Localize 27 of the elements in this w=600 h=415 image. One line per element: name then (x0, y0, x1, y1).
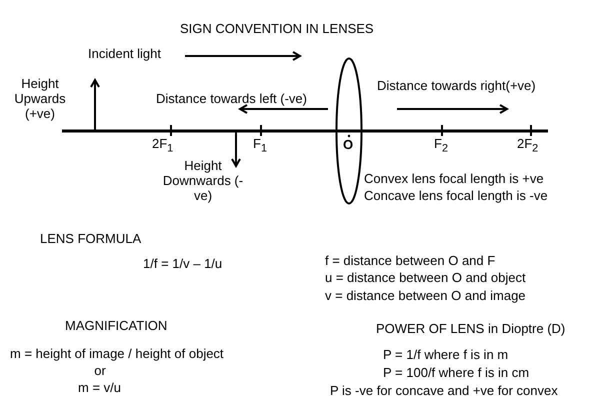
diagram-title: SIGN CONVENTION IN LENSES (180, 21, 374, 36)
point-label: O (343, 137, 354, 152)
definition: v = distance between O and image (325, 288, 526, 303)
section-heading: MAGNIFICATION (65, 318, 168, 333)
definition: u = distance between O and object (325, 270, 526, 285)
point-label: F$_{2}$ (434, 136, 448, 157)
formula: 1/f = 1/v – 1/u (143, 256, 222, 271)
caption: Distance towards left (-ve) (156, 91, 307, 106)
caption: Incident light (88, 46, 161, 61)
lens (335, 57, 363, 205)
connecting-word: or (93, 363, 107, 378)
caption: Height Downwards (-ve) (162, 158, 244, 203)
note: Convex lens focal length is +ve (364, 171, 544, 186)
formula: m = height of image / height of object (10, 346, 224, 361)
point-label: 2F$_{1}$ (152, 136, 174, 157)
formula: m = v/u (78, 380, 121, 395)
formula: P = 100/f where f is in cm (383, 365, 530, 380)
definition: f = distance between O and F (325, 253, 496, 268)
point-label: F$_{1}$ (253, 136, 267, 157)
caption: Distance towards right(+ve) (377, 78, 536, 93)
note: Concave lens focal length is -ve (364, 188, 548, 203)
note: P is -ve for concave and +ve for convex (330, 383, 558, 398)
point-label: 2F$_{2}$ (517, 136, 538, 157)
formula: P = 1/f where f is in m (383, 347, 508, 362)
caption: Height Upwards (+ve) (13, 76, 67, 121)
section-heading: POWER OF LENS in Dioptre (D) (376, 321, 566, 336)
section-heading: LENS FORMULA (40, 231, 142, 246)
